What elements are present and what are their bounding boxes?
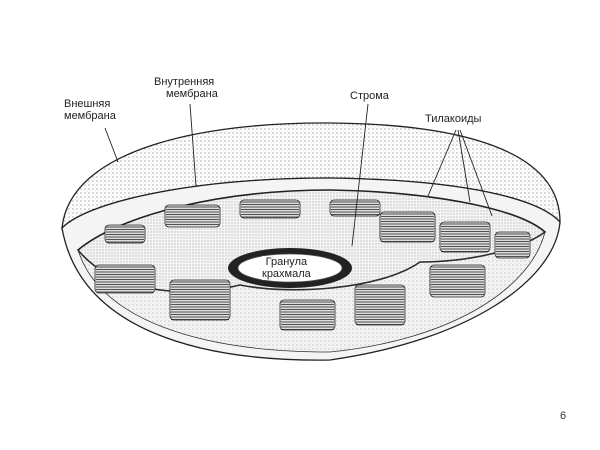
stroma-pointer — [351, 103, 369, 247]
granum-stack — [94, 264, 156, 294]
label-line: крахмала — [262, 268, 311, 280]
outer-membrane-pointer — [104, 127, 119, 163]
granum-stack — [439, 221, 491, 253]
thylakoid-pointer-3 — [459, 129, 493, 217]
granum-stack — [169, 279, 231, 321]
granum-stack — [329, 199, 381, 217]
label-line: Внешняя — [64, 98, 111, 110]
thylakoids-label: Тилакоиды — [425, 113, 482, 125]
starch-granule-label: Гранула крахмала — [262, 256, 311, 280]
stroma-label: Строма — [350, 90, 389, 102]
label-line: Гранула — [265, 256, 308, 268]
thylakoid-pointer-1 — [427, 129, 457, 197]
page-number: 6 — [560, 410, 567, 422]
thylakoid-pointer-2 — [457, 129, 471, 203]
granum-stack — [164, 204, 221, 228]
label-line: Внутренняя — [154, 76, 215, 88]
label-line: мембрана — [166, 88, 218, 100]
inner-membrane-pointer — [189, 103, 197, 187]
granum-stack — [239, 199, 301, 219]
granum-stack — [279, 299, 336, 331]
thylakoid-grana — [94, 199, 531, 331]
granum-stack — [354, 284, 406, 326]
inner-membrane-label: Внутренняя мембрана — [154, 76, 218, 100]
granum-stack — [429, 264, 486, 298]
granum-stack — [104, 224, 146, 244]
label-line: мембрана — [64, 110, 116, 122]
granum-stack — [494, 231, 531, 259]
outer-membrane-label: Внешняя мембрана — [64, 98, 116, 122]
granum-stack — [379, 211, 436, 243]
